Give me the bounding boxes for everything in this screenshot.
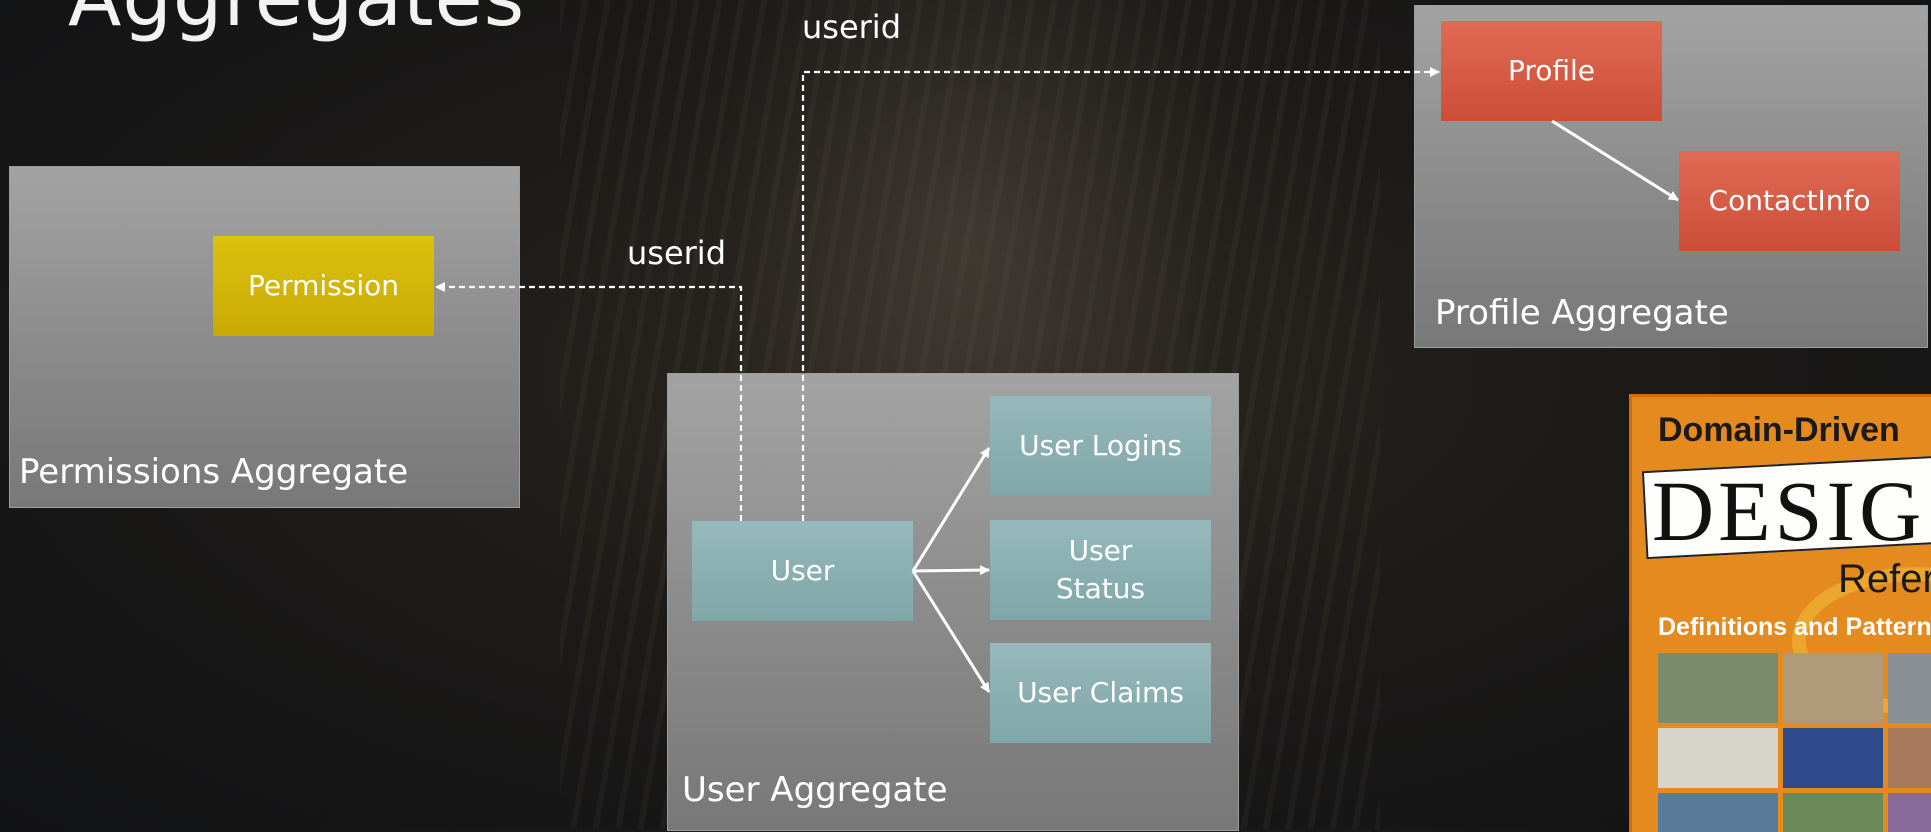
userid-connector-profile — [801, 67, 1440, 521]
profile-entity[interactable]: Profile — [1441, 21, 1662, 121]
profile-aggregate-label: Profile Aggregate — [1435, 293, 1729, 333]
book-line3: Definitions and Pattern Sum — [1658, 613, 1931, 641]
book-design-word: DESIG — [1652, 463, 1926, 559]
user-claims-entity[interactable]: User Claims — [990, 643, 1211, 743]
arrow-user-to-status — [912, 565, 990, 576]
user-aggregate-label: User Aggregate — [682, 770, 948, 810]
userid-label-permission: userid — [627, 234, 726, 272]
book-line2: Refere — [1838, 557, 1931, 601]
user-entity[interactable]: User — [692, 521, 913, 621]
arrow-user-to-logins — [911, 447, 991, 572]
ddd-reference-book-cover: Domain-Driven DESIG Refere Definitions a… — [1629, 394, 1931, 832]
slide-title: Aggregates — [68, 0, 525, 44]
userid-connector-permission — [435, 282, 743, 521]
userid-label-profile: userid — [802, 8, 901, 46]
contact-info-entity[interactable]: ContactInfo — [1679, 151, 1900, 251]
permissions-aggregate — [9, 166, 520, 508]
permissions-aggregate-label: Permissions Aggregate — [19, 452, 409, 492]
user-status-entity[interactable]: User Status — [990, 520, 1211, 620]
book-line1: Domain-Driven — [1658, 411, 1900, 449]
permission-entity[interactable]: Permission — [213, 236, 434, 336]
arrow-profile-to-contactinfo — [1551, 119, 1679, 202]
book-photo-collage — [1658, 653, 1931, 832]
arrow-user-to-claims — [911, 570, 991, 693]
user-logins-entity[interactable]: User Logins — [990, 396, 1211, 496]
